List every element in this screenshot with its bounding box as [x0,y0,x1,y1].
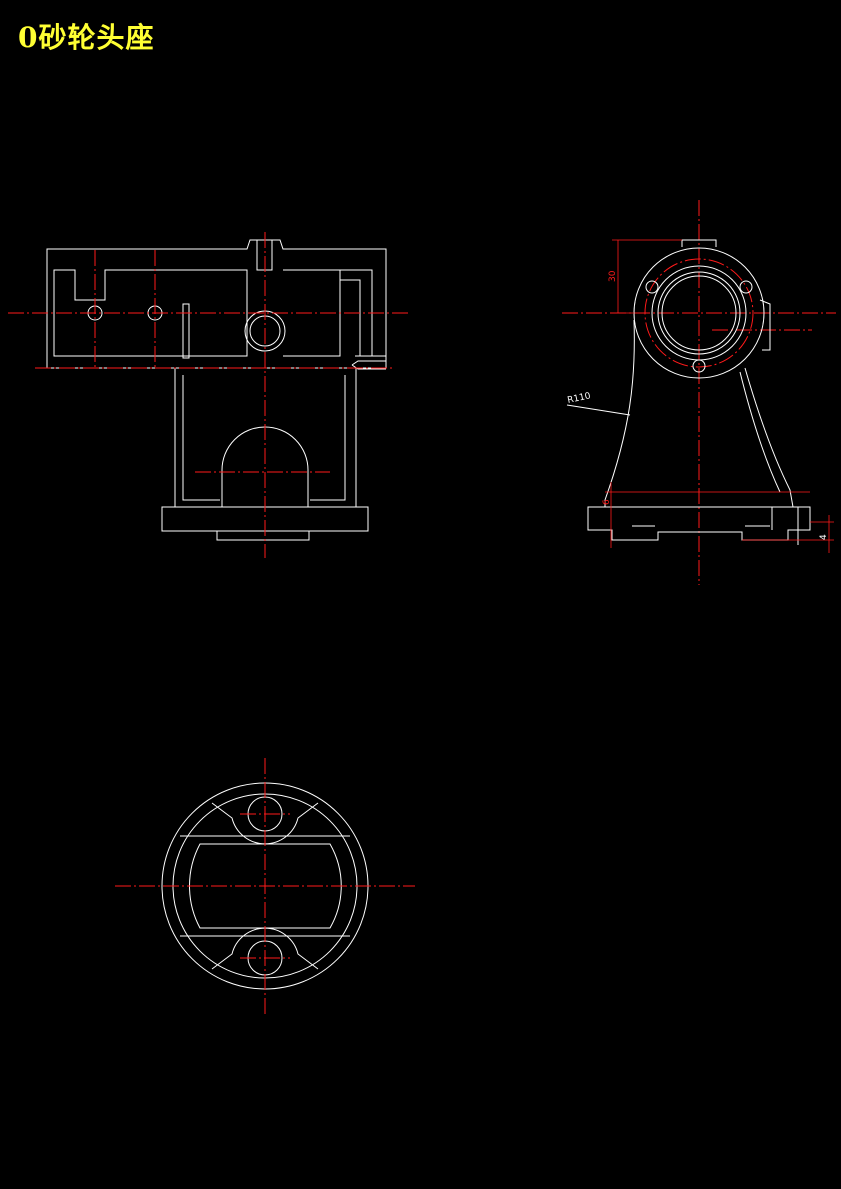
side-view-body-right [744,367,794,508]
side-view-base [587,506,811,541]
top-view [115,758,415,1016]
front-view-inner-pocket-left [53,269,248,357]
side-view-bolt-circle [644,258,754,368]
front-view-housing-outline [46,239,387,369]
dim-6-text: 6 [602,499,612,505]
side-view-base-bolt [771,507,799,545]
front-view-lug [355,355,387,368]
side-view-bolt-hole-3 [692,359,706,373]
top-view-window [189,843,342,929]
dim-4-text: 4 [819,534,829,540]
front-view-screw [351,360,386,370]
side-view-bolt-hole-2 [739,280,753,294]
side-view-bore-outer [657,271,741,355]
side-view-clamp [759,299,771,351]
dim-r110-leader [566,404,631,416]
front-view-column [174,368,357,507]
side-view-body-left [604,319,635,507]
dim-r110-text: R110 [567,391,592,406]
side-view-body-right-inner [739,371,781,493]
side-view: 30 R110 6 4 [562,200,836,585]
dim-30-text: 30 [608,270,618,282]
side-view-bore-inner [661,275,737,351]
front-view-base-foot [216,530,310,541]
front-view-inner-wall [182,303,190,359]
side-view-bolt-hole-1 [645,280,659,294]
side-view-top-lug [681,239,717,247]
drawing-title: 0砂轮头座 [18,21,155,54]
front-view [8,232,410,558]
